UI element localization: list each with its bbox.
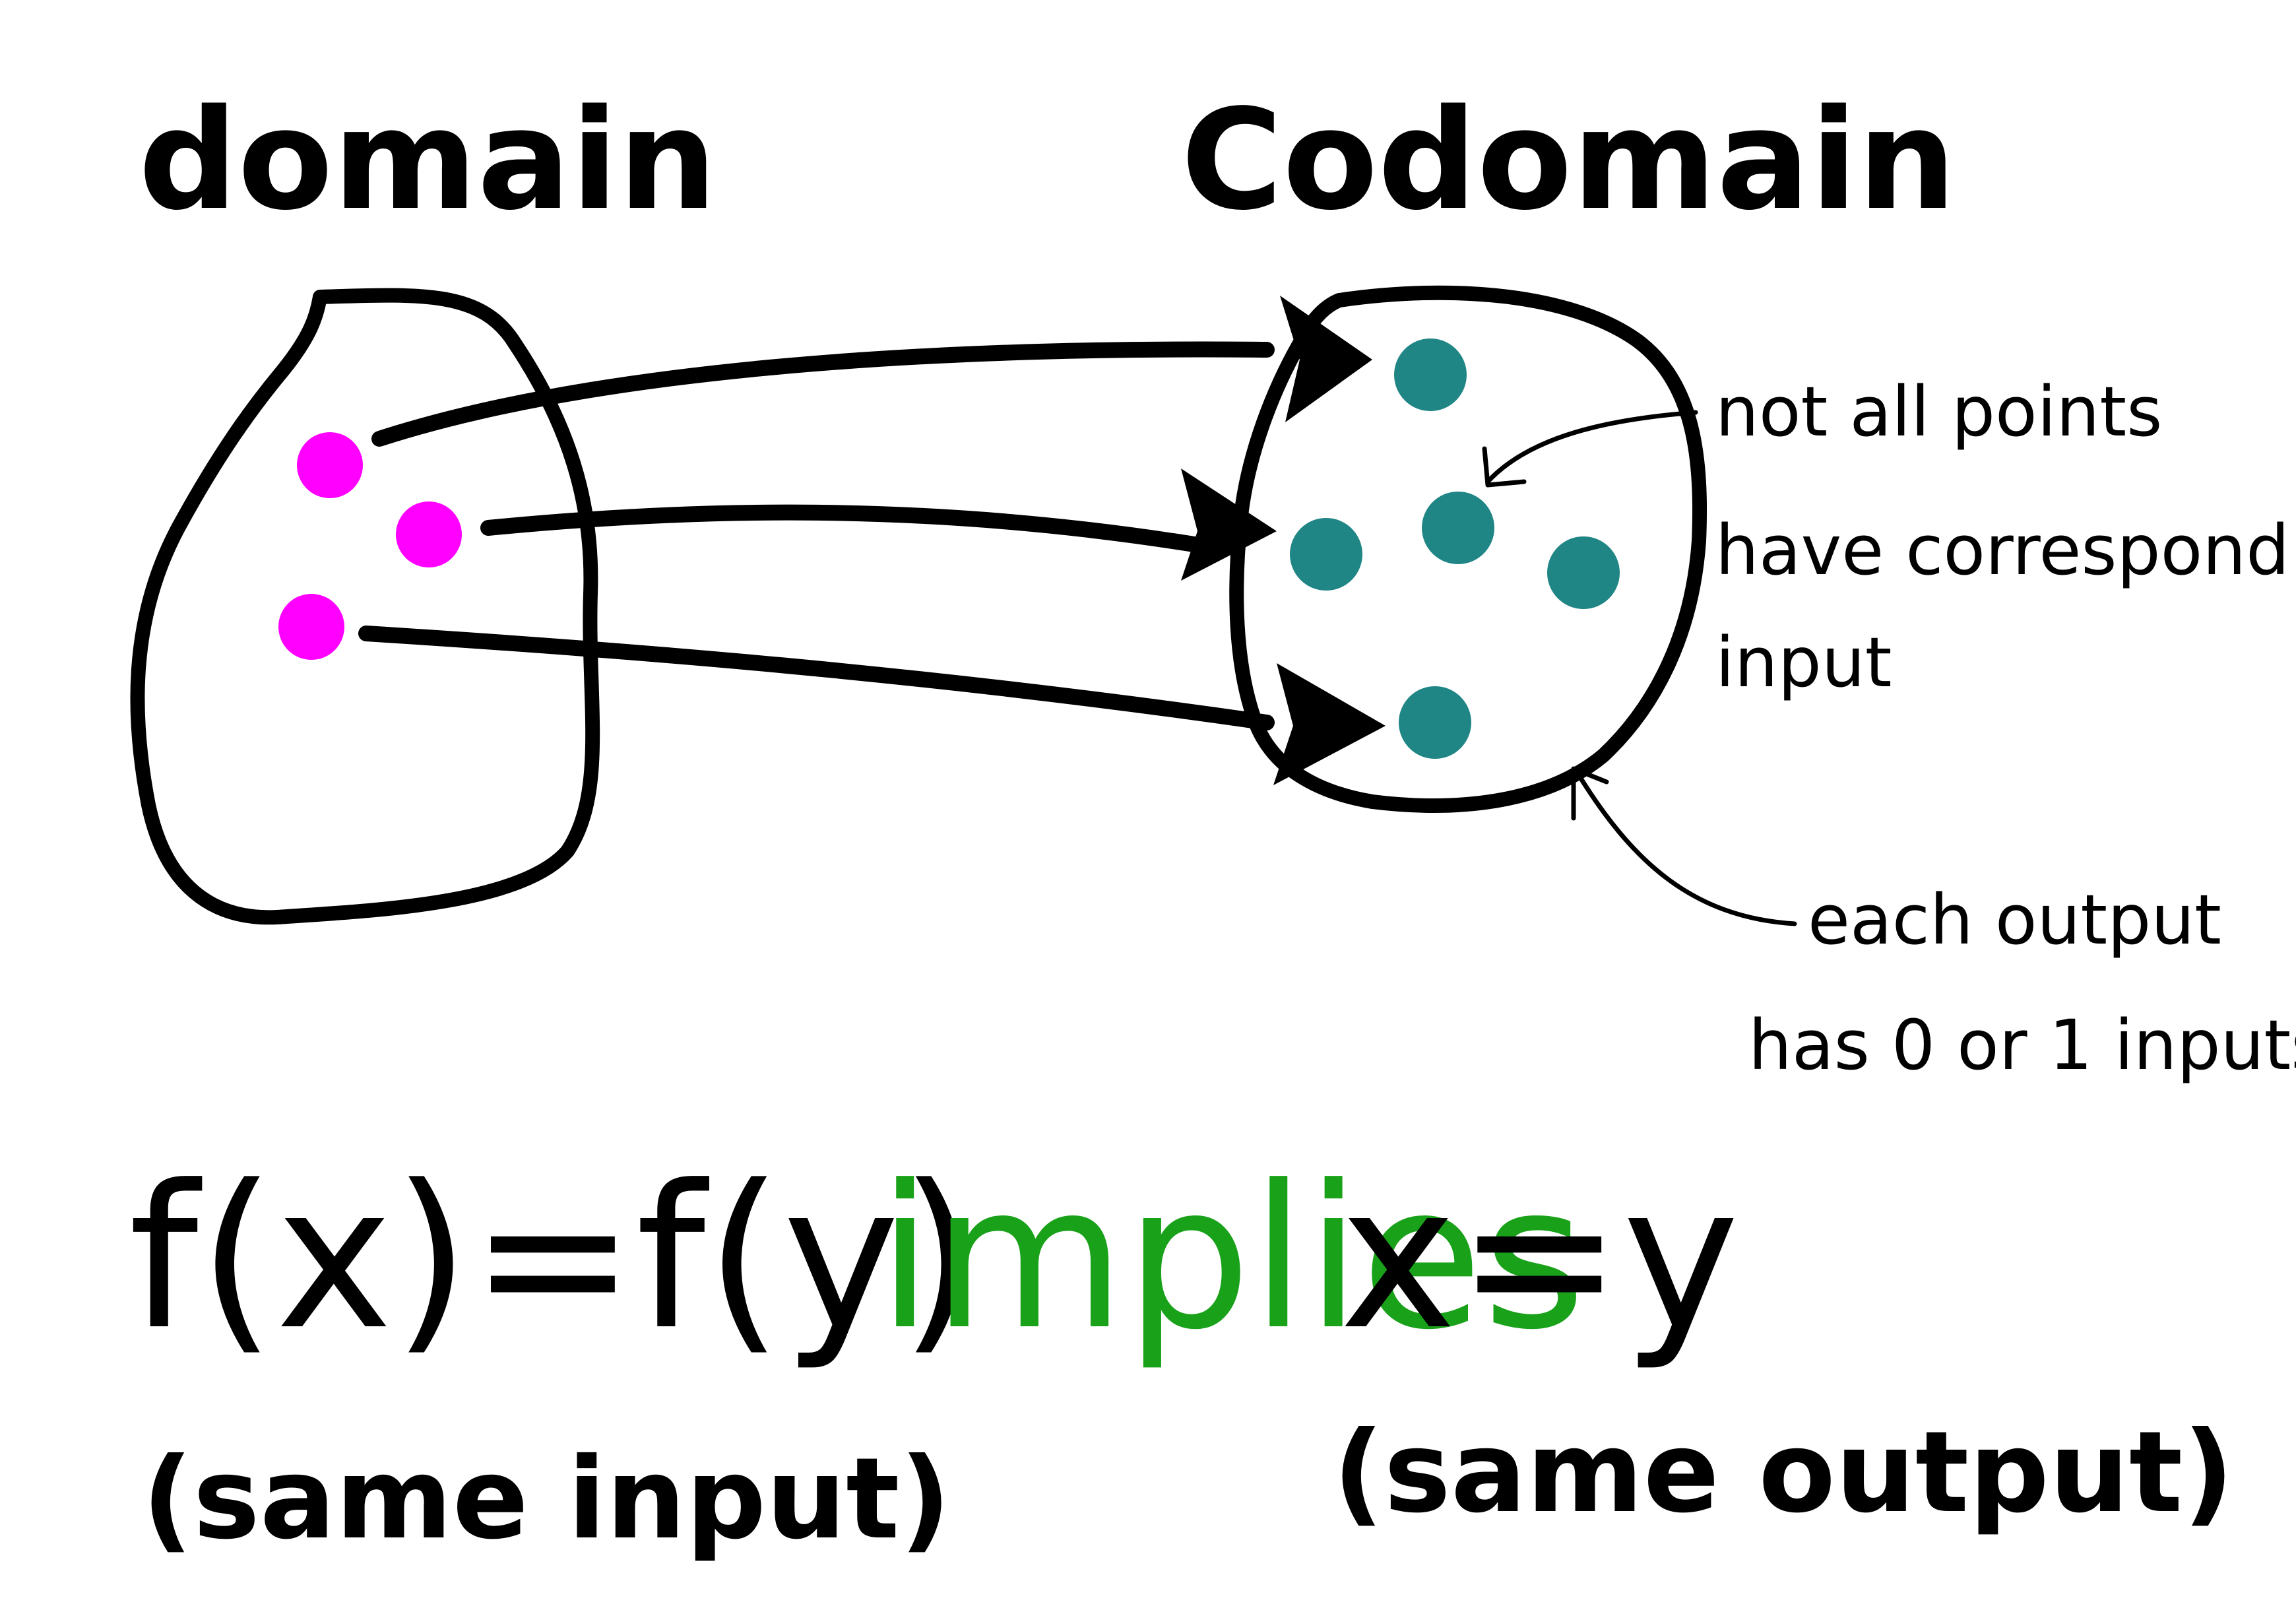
mapping-arrow xyxy=(480,504,1202,552)
formula-left: f(x)=f(y) xyxy=(129,1143,977,1373)
codomain-point xyxy=(1290,518,1362,591)
domain-point xyxy=(396,501,462,567)
codomain-points xyxy=(1290,338,1620,759)
arrowhead xyxy=(1181,468,1277,581)
annotation-arrowhead xyxy=(1482,446,1527,488)
annotation-line: has 0 or 1 inputs xyxy=(1748,1005,2296,1085)
mapping-arrows xyxy=(358,296,1386,785)
domain-point xyxy=(297,432,363,498)
annotation-line: not all points xyxy=(1715,371,2162,452)
annotation-unmapped-points: not all points have corresponding input xyxy=(1482,371,2296,703)
mapping-arrow xyxy=(358,626,1275,730)
codomain-point xyxy=(1394,338,1467,411)
injectivity-formula: f(x)=f(y) implies x=y xyxy=(129,1143,1739,1373)
codomain-point xyxy=(1547,536,1620,609)
right-note: (same output) xyxy=(1333,1407,2234,1538)
left-note: (same input) xyxy=(142,1434,951,1564)
domain-point xyxy=(278,594,344,660)
arrowhead xyxy=(1280,296,1372,422)
domain-set-outline xyxy=(130,288,600,925)
annotation-line: each output xyxy=(1808,880,2221,960)
annotation-line: have corresponding xyxy=(1715,510,2296,591)
codomain-point xyxy=(1422,492,1494,564)
formula-connector: implies xyxy=(877,1143,1586,1373)
codomain-title: Codomain xyxy=(1181,79,1956,241)
arrowhead xyxy=(1273,663,1386,785)
domain-title: domain xyxy=(139,79,717,241)
annotation-pointer xyxy=(1485,410,1698,484)
annotation-arrowhead xyxy=(1571,766,1609,821)
annotation-line: input xyxy=(1715,622,1892,703)
codomain-point xyxy=(1399,686,1471,759)
annotation-pointer xyxy=(1574,769,1797,926)
mapping-arrow xyxy=(371,341,1275,447)
formula-right: x=y xyxy=(1339,1143,1739,1373)
domain-points xyxy=(278,432,462,660)
codomain-set-outline xyxy=(1229,285,1707,813)
annotation-each-output: each output has 0 or 1 inputs xyxy=(1571,766,2296,1085)
